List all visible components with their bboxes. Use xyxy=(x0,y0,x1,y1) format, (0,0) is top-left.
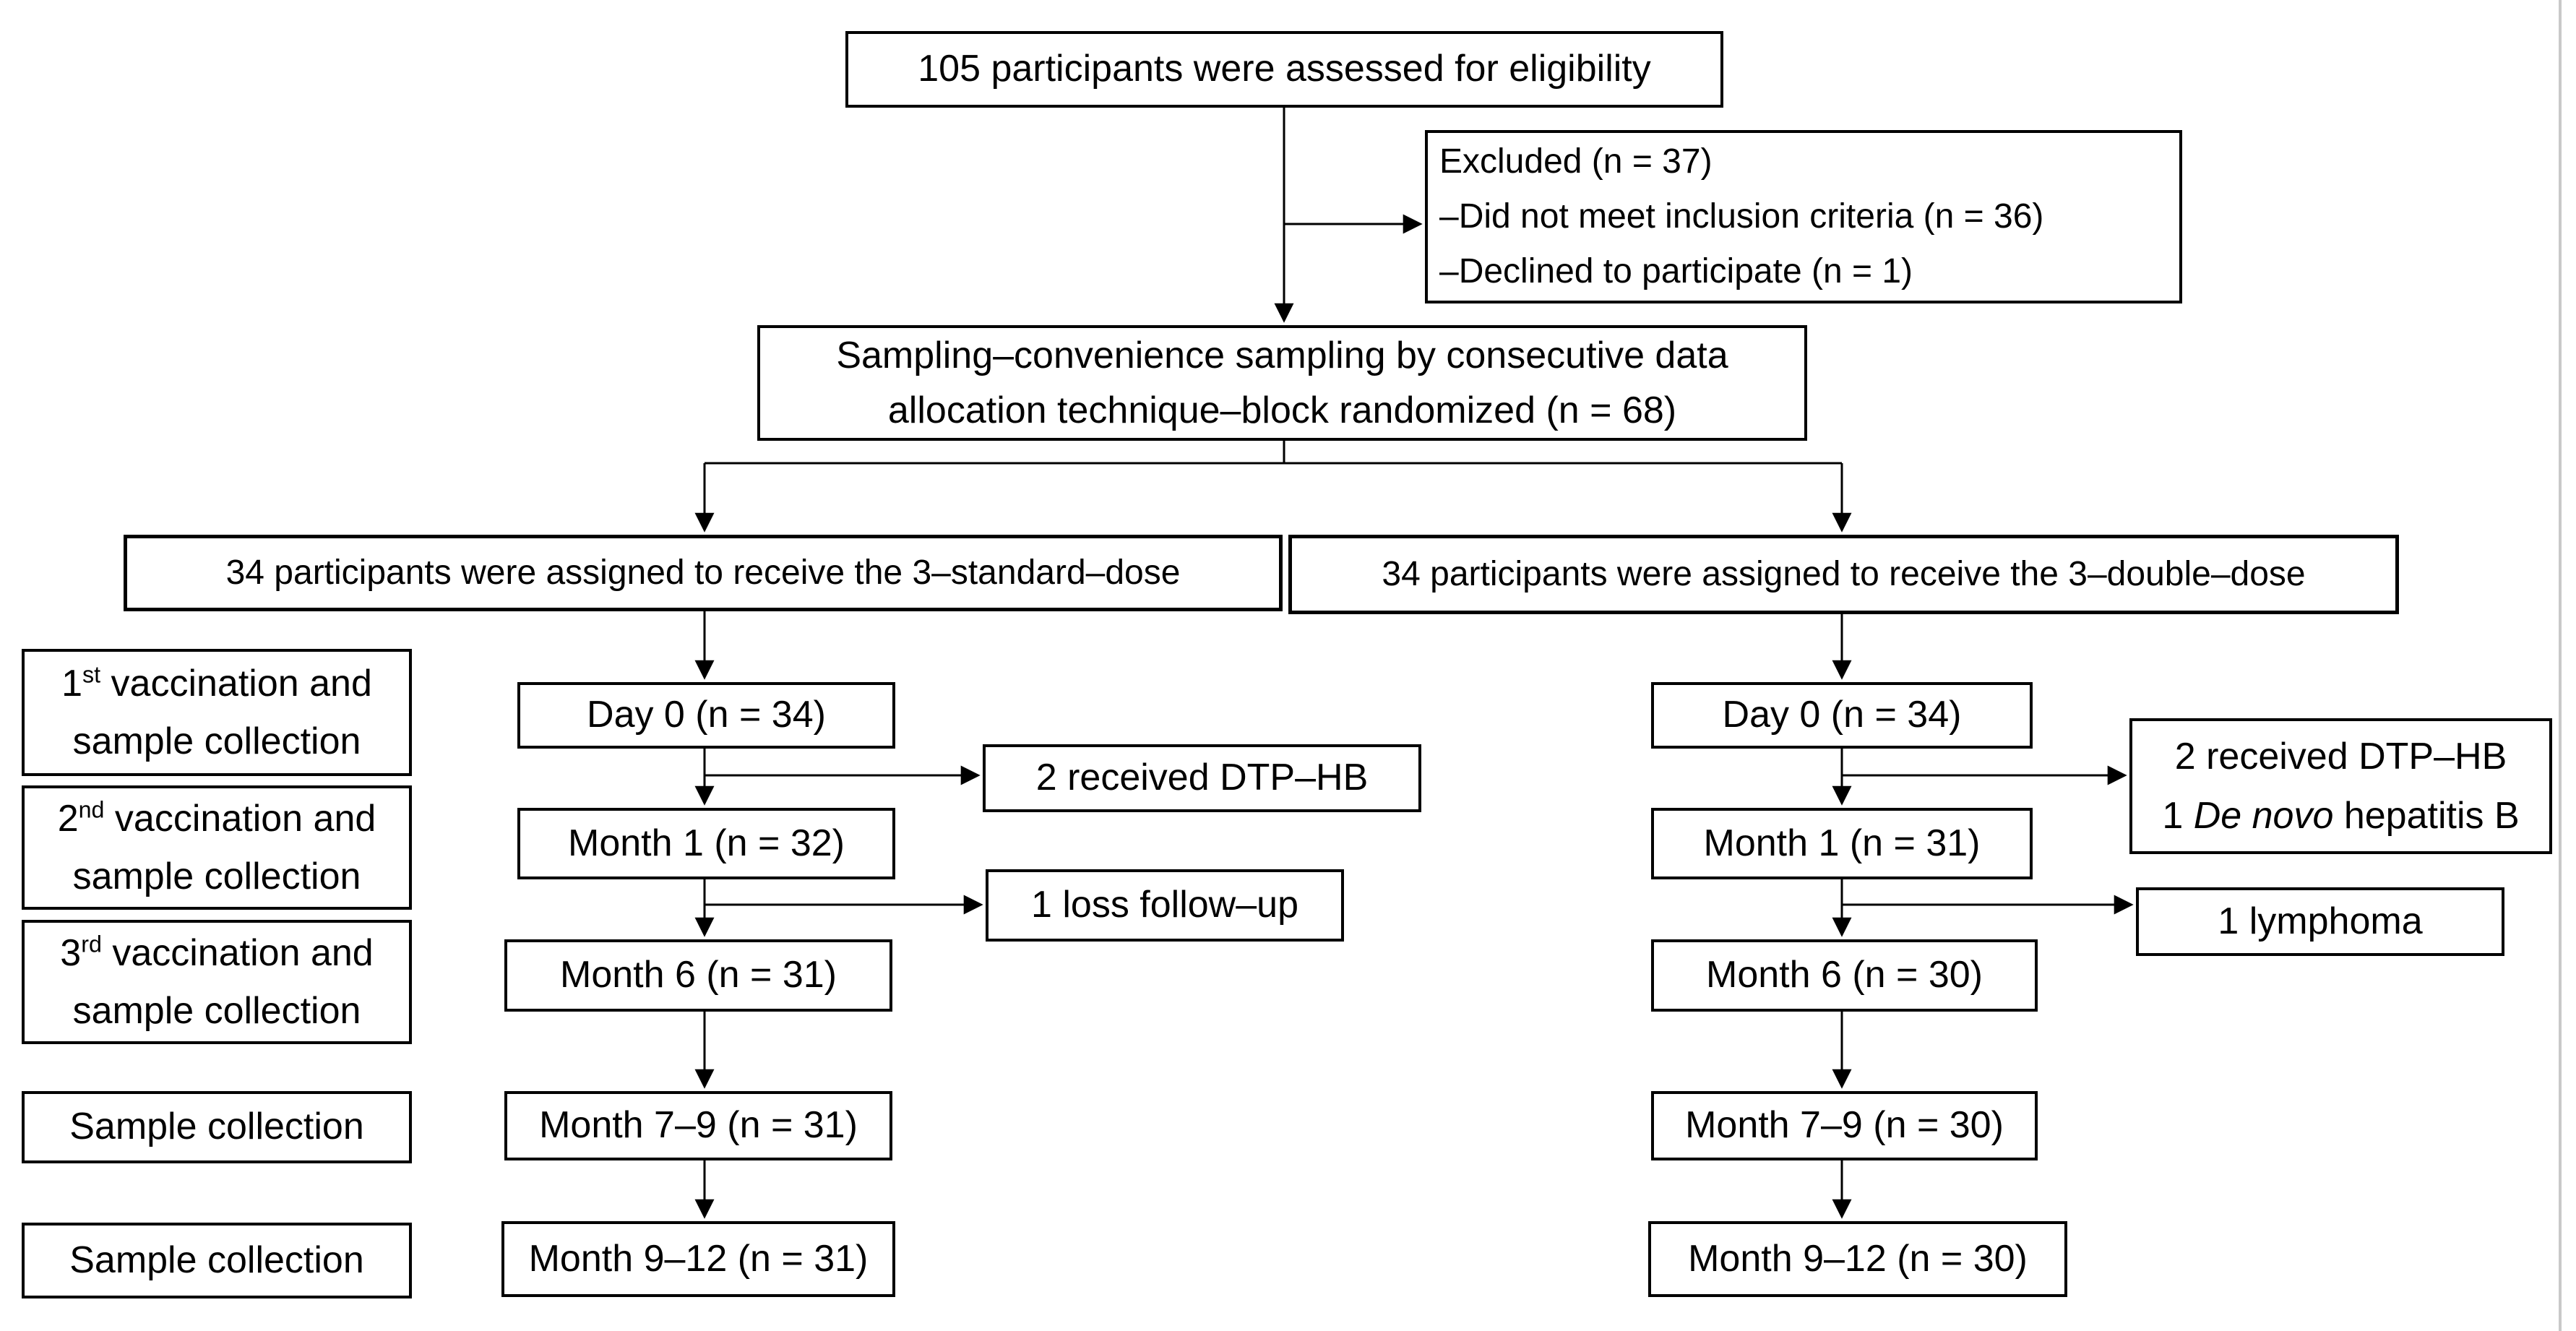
eligibility-box: 105 participants were assessed for eligi… xyxy=(845,31,1723,108)
sampling-line-2: allocation technique–block randomized (n… xyxy=(887,389,1677,431)
standard-arm-month6-box: Month 6 (n = 31) xyxy=(504,939,892,1012)
sampling-randomization-box: Sampling–convenience sampling by consecu… xyxy=(757,325,1807,441)
double-arm-dropout-box: 2 received DTP–HB 1 De novo hepatitis B xyxy=(2129,718,2552,854)
ordinal-suffix: nd xyxy=(78,796,105,823)
excluded-box: Excluded (n = 37) –Did not meet inclusio… xyxy=(1425,130,2182,303)
double-arm-lymphoma-box: 1 lymphoma xyxy=(2136,887,2504,956)
double-arm-month9-12-box: Month 9–12 (n = 30) xyxy=(1648,1221,2067,1297)
double-arm-month6-box: Month 6 (n = 30) xyxy=(1651,939,2038,1012)
double-dose-arm-box: 34 participants were assigned to receive… xyxy=(1288,535,2399,614)
double-arm-day0-box: Day 0 (n = 34) xyxy=(1651,682,2033,749)
stage-label-second-vaccination: 2nd vaccination and sample collection xyxy=(22,785,412,910)
standard-dose-arm-box: 34 participants were assigned to receive… xyxy=(124,535,1283,611)
standard-arm-dropout-dtp-hb-box: 2 received DTP–HB xyxy=(983,744,1421,812)
excluded-reason-1: –Did not meet inclusion criteria (n = 36… xyxy=(1439,197,2044,236)
double-arm-dropout-line-2: 1 De novo hepatitis B xyxy=(2162,795,2520,837)
stage-label-sample-collection-1: Sample collection xyxy=(22,1091,412,1163)
de-novo-italic: De novo xyxy=(2193,795,2334,837)
standard-arm-loss-followup-box: 1 loss follow–up xyxy=(986,869,1344,942)
stage-label-third-vaccination: 3rd vaccination and sample collection xyxy=(22,920,412,1044)
standard-arm-month9-12-box: Month 9–12 (n = 31) xyxy=(501,1221,895,1297)
standard-arm-month1-box: Month 1 (n = 32) xyxy=(517,808,895,879)
sampling-line-1: Sampling–convenience sampling by consecu… xyxy=(836,335,1728,376)
double-arm-dropout-line-1: 2 received DTP–HB xyxy=(2174,736,2507,778)
stage-label-sample-collection-2: Sample collection xyxy=(22,1223,412,1298)
figure-right-edge-line xyxy=(2559,0,2562,1331)
ordinal-suffix: rd xyxy=(81,931,102,957)
standard-arm-day0-box: Day 0 (n = 34) xyxy=(517,682,895,749)
double-arm-month1-box: Month 1 (n = 31) xyxy=(1651,808,2033,879)
standard-arm-month7-9-box: Month 7–9 (n = 31) xyxy=(504,1091,892,1160)
ordinal-suffix: st xyxy=(82,661,101,688)
stage-label-first-vaccination: 1st vaccination and sample collection xyxy=(22,649,412,776)
excluded-reason-2: –Declined to participate (n = 1) xyxy=(1439,252,1913,290)
double-arm-month7-9-box: Month 7–9 (n = 30) xyxy=(1651,1091,2038,1160)
excluded-title: Excluded (n = 37) xyxy=(1439,142,1713,181)
